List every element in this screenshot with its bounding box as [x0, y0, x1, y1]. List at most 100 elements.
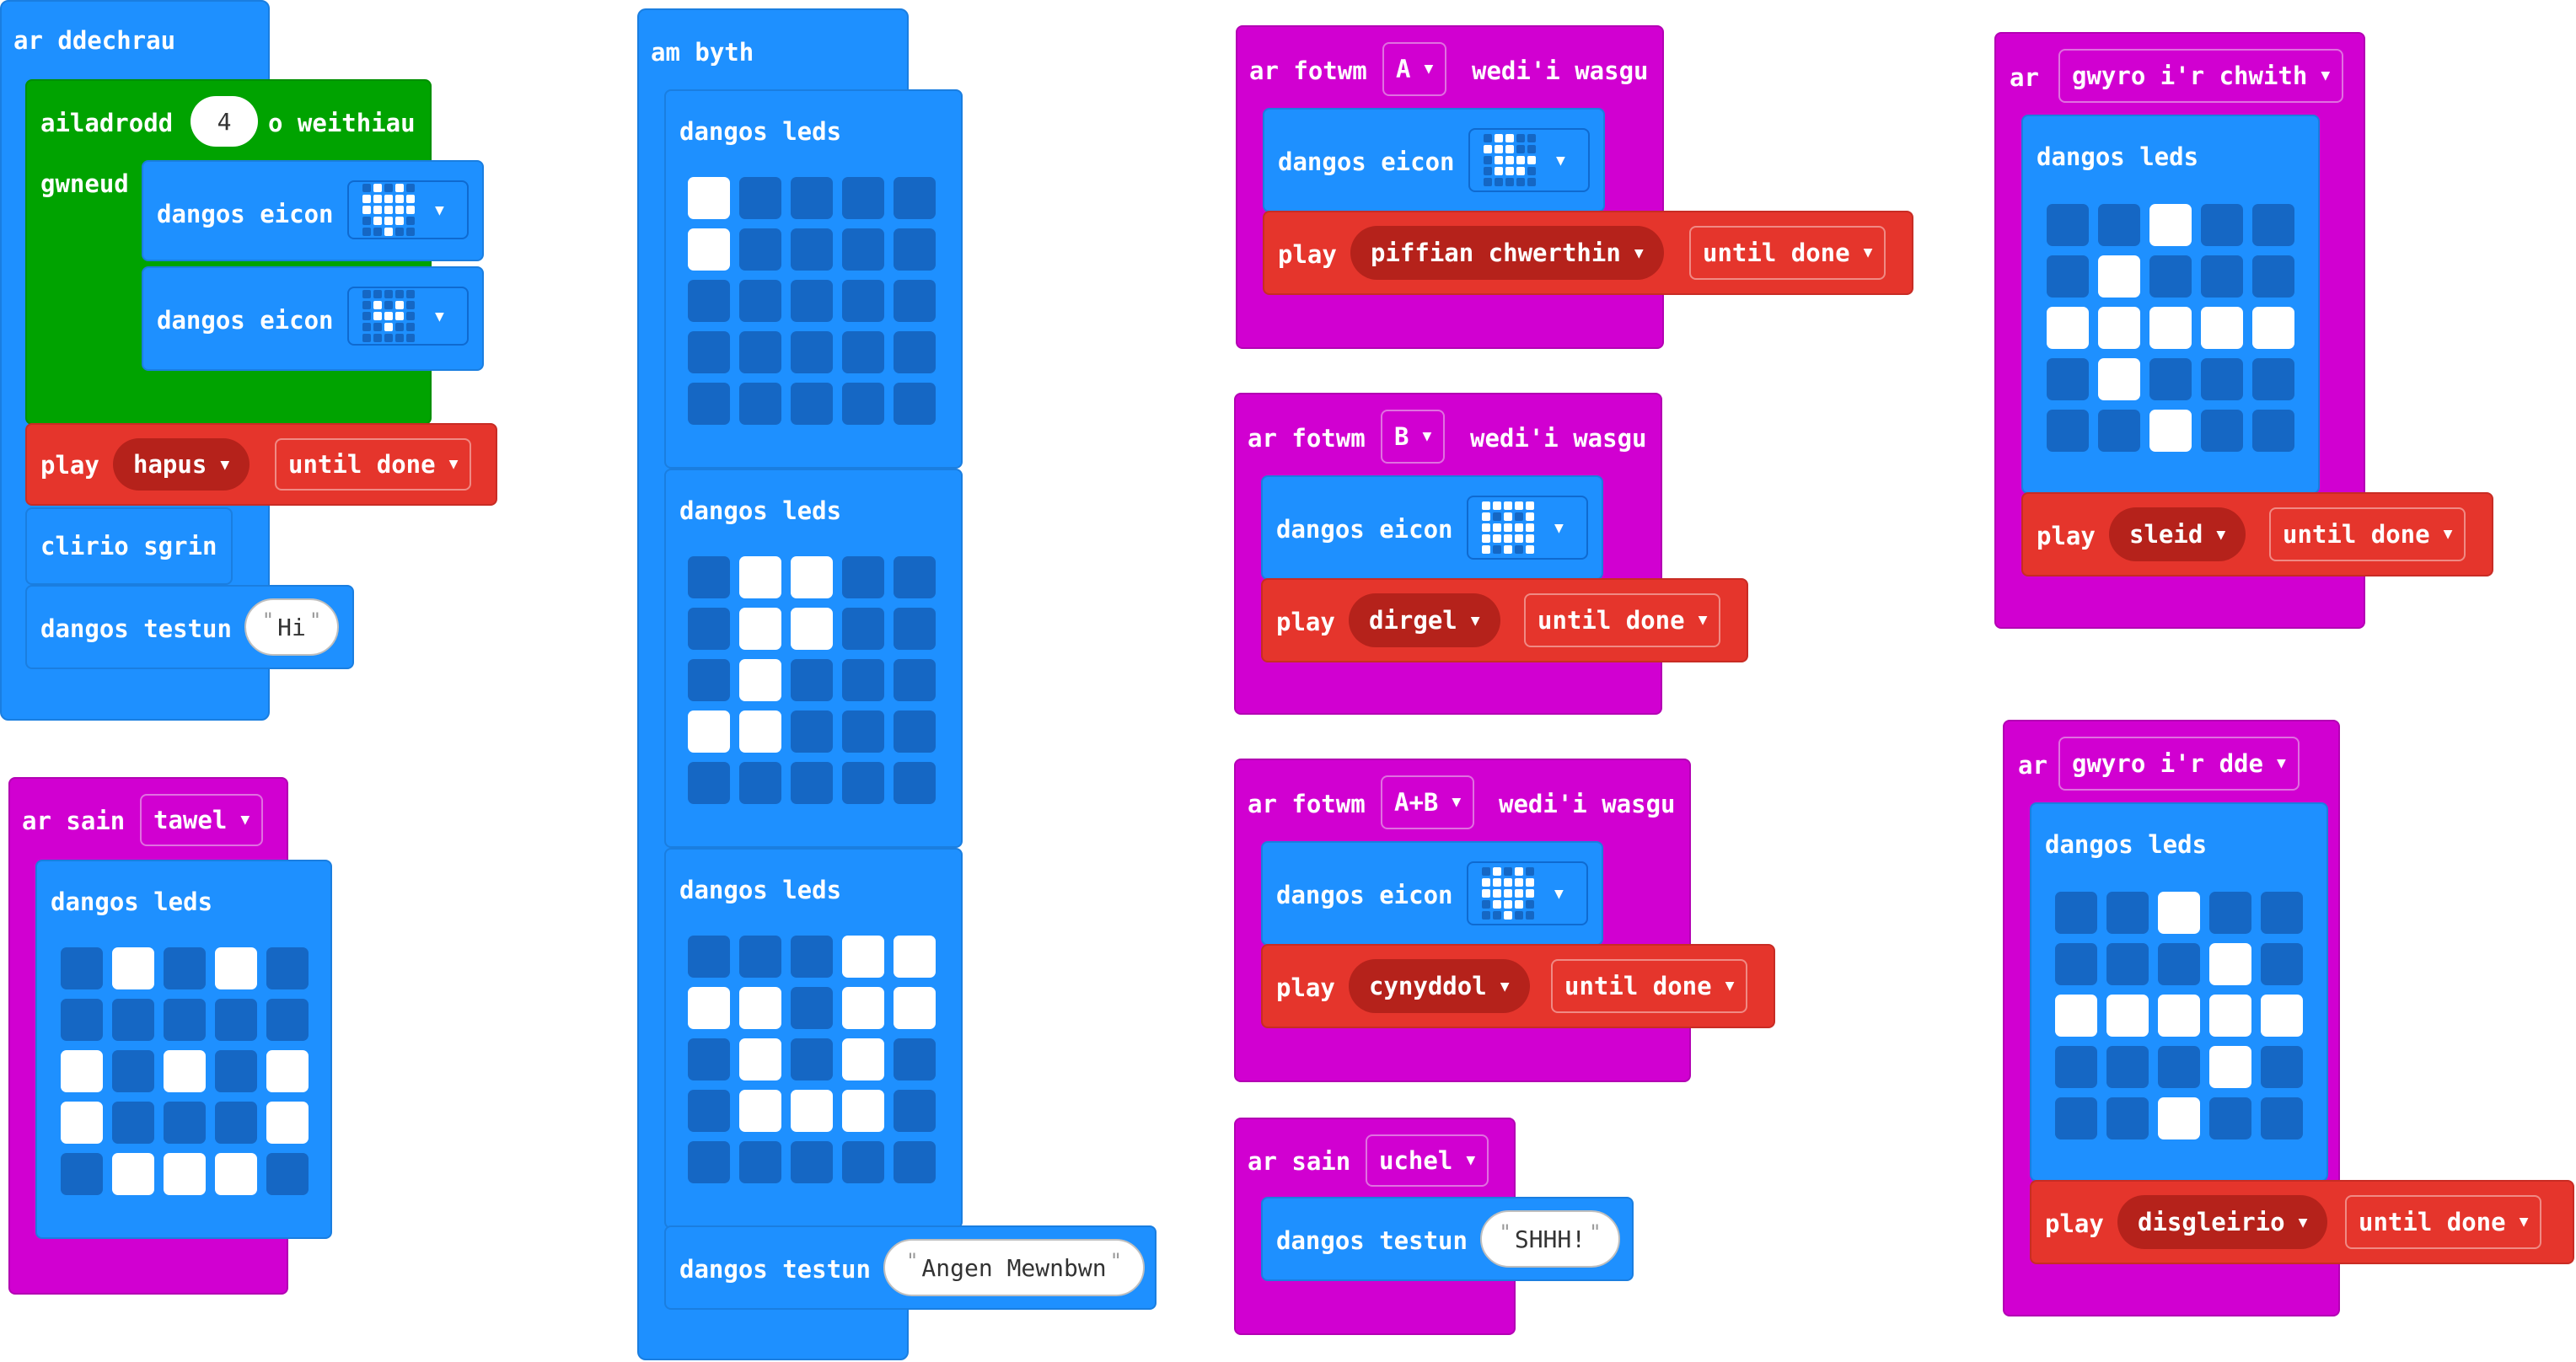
sound-dropdown[interactable]: hapus▼: [113, 438, 250, 491]
led-cell[interactable]: [164, 1050, 206, 1092]
led-cell[interactable]: [791, 710, 833, 753]
led-cell[interactable]: [688, 556, 730, 598]
icon-dropdown[interactable]: ▼: [1467, 861, 1588, 925]
led-cell[interactable]: [791, 331, 833, 373]
play-mode-dropdown[interactable]: until done▼: [2345, 1195, 2542, 1249]
led-cell[interactable]: [688, 1038, 730, 1080]
led-cell[interactable]: [2047, 204, 2089, 246]
led-cell[interactable]: [894, 936, 936, 978]
led-cell[interactable]: [688, 608, 730, 650]
led-cell[interactable]: [791, 1090, 833, 1132]
led-cell[interactable]: [842, 383, 884, 425]
string-input[interactable]: "Angen Mewnbwn": [883, 1239, 1145, 1296]
led-cell[interactable]: [894, 1141, 936, 1183]
led-cell[interactable]: [842, 556, 884, 598]
led-cell[interactable]: [791, 762, 833, 804]
led-cell[interactable]: [2106, 1097, 2149, 1139]
led-cell[interactable]: [894, 331, 936, 373]
sound-dropdown[interactable]: cynyddol▼: [1349, 959, 1530, 1013]
show-leds-block[interactable]: dangos leds: [664, 848, 963, 1229]
led-cell[interactable]: [2201, 307, 2243, 349]
led-cell[interactable]: [739, 1090, 781, 1132]
led-cell[interactable]: [2209, 943, 2251, 985]
led-cell[interactable]: [894, 608, 936, 650]
led-cell[interactable]: [2055, 995, 2097, 1037]
led-cell[interactable]: [739, 936, 781, 978]
led-cell[interactable]: [2158, 892, 2200, 934]
led-cell[interactable]: [842, 1038, 884, 1080]
led-cell[interactable]: [739, 177, 781, 219]
show-leds-block[interactable]: dangos leds: [2021, 115, 2320, 494]
led-cell[interactable]: [2261, 995, 2303, 1037]
sound-level-dropdown[interactable]: uchel▼: [1366, 1134, 1489, 1187]
led-cell[interactable]: [2098, 358, 2140, 400]
play-mode-dropdown[interactable]: until done▼: [275, 438, 472, 491]
play-mode-dropdown[interactable]: until done▼: [1551, 959, 1748, 1013]
led-cell[interactable]: [842, 177, 884, 219]
led-cell[interactable]: [2158, 995, 2200, 1037]
led-cell[interactable]: [894, 710, 936, 753]
show-icon-block[interactable]: dangos eicon ▼: [1261, 841, 1603, 946]
play-sound-block[interactable]: play hapus▼ until done▼: [25, 423, 497, 506]
string-input[interactable]: "Hi": [244, 598, 339, 656]
led-cell[interactable]: [894, 659, 936, 701]
led-cell[interactable]: [842, 1141, 884, 1183]
led-cell[interactable]: [2261, 1046, 2303, 1088]
led-cell[interactable]: [688, 936, 730, 978]
led-cell[interactable]: [791, 987, 833, 1029]
led-cell[interactable]: [2106, 1046, 2149, 1088]
icon-dropdown[interactable]: ▼: [1468, 128, 1590, 192]
led-cell[interactable]: [112, 1102, 154, 1144]
led-cell[interactable]: [2055, 892, 2097, 934]
sound-dropdown[interactable]: disgleirio▼: [2117, 1195, 2328, 1249]
led-cell[interactable]: [266, 947, 309, 989]
led-cell[interactable]: [894, 1090, 936, 1132]
led-cell[interactable]: [688, 987, 730, 1029]
led-cell[interactable]: [2055, 943, 2097, 985]
led-cell[interactable]: [2106, 892, 2149, 934]
led-cell[interactable]: [791, 1038, 833, 1080]
led-cell[interactable]: [842, 987, 884, 1029]
led-cell[interactable]: [688, 1141, 730, 1183]
led-grid[interactable]: [2055, 892, 2303, 1139]
led-cell[interactable]: [894, 1038, 936, 1080]
icon-dropdown[interactable]: ▼: [1467, 496, 1588, 560]
led-cell[interactable]: [791, 1141, 833, 1183]
play-sound-block[interactable]: play disgleirio▼ until done▼: [2030, 1180, 2574, 1264]
led-grid[interactable]: [61, 947, 309, 1195]
led-grid[interactable]: [688, 936, 936, 1183]
led-cell[interactable]: [2158, 943, 2200, 985]
led-cell[interactable]: [164, 947, 206, 989]
led-cell[interactable]: [842, 762, 884, 804]
show-icon-block[interactable]: dangos eicon ▼: [1261, 475, 1603, 580]
led-cell[interactable]: [266, 999, 309, 1041]
led-cell[interactable]: [2252, 410, 2294, 452]
led-cell[interactable]: [2252, 307, 2294, 349]
led-cell[interactable]: [2098, 255, 2140, 298]
led-cell[interactable]: [266, 1153, 309, 1195]
led-cell[interactable]: [2149, 358, 2192, 400]
icon-dropdown[interactable]: ▼: [347, 180, 469, 239]
led-cell[interactable]: [2252, 358, 2294, 400]
led-cell[interactable]: [842, 608, 884, 650]
play-mode-dropdown[interactable]: until done▼: [2269, 507, 2466, 561]
led-cell[interactable]: [164, 1153, 206, 1195]
sound-dropdown[interactable]: piffian chwerthin▼: [1350, 226, 1664, 280]
show-leds-block[interactable]: dangos leds: [2030, 802, 2328, 1182]
led-cell[interactable]: [894, 228, 936, 271]
led-cell[interactable]: [2209, 1097, 2251, 1139]
led-cell[interactable]: [894, 762, 936, 804]
show-leds-block[interactable]: dangos leds: [35, 860, 332, 1239]
led-cell[interactable]: [894, 177, 936, 219]
led-cell[interactable]: [2158, 1097, 2200, 1139]
gesture-dropdown[interactable]: gwyro i'r dde▼: [2058, 737, 2300, 791]
show-string-block[interactable]: dangos testun "SHHH!": [1261, 1197, 1634, 1281]
led-cell[interactable]: [739, 987, 781, 1029]
led-cell[interactable]: [894, 556, 936, 598]
led-cell[interactable]: [61, 999, 103, 1041]
led-cell[interactable]: [791, 936, 833, 978]
led-cell[interactable]: [2201, 255, 2243, 298]
led-grid[interactable]: [2047, 204, 2294, 452]
led-cell[interactable]: [739, 1038, 781, 1080]
show-leds-block[interactable]: dangos leds: [664, 89, 963, 469]
